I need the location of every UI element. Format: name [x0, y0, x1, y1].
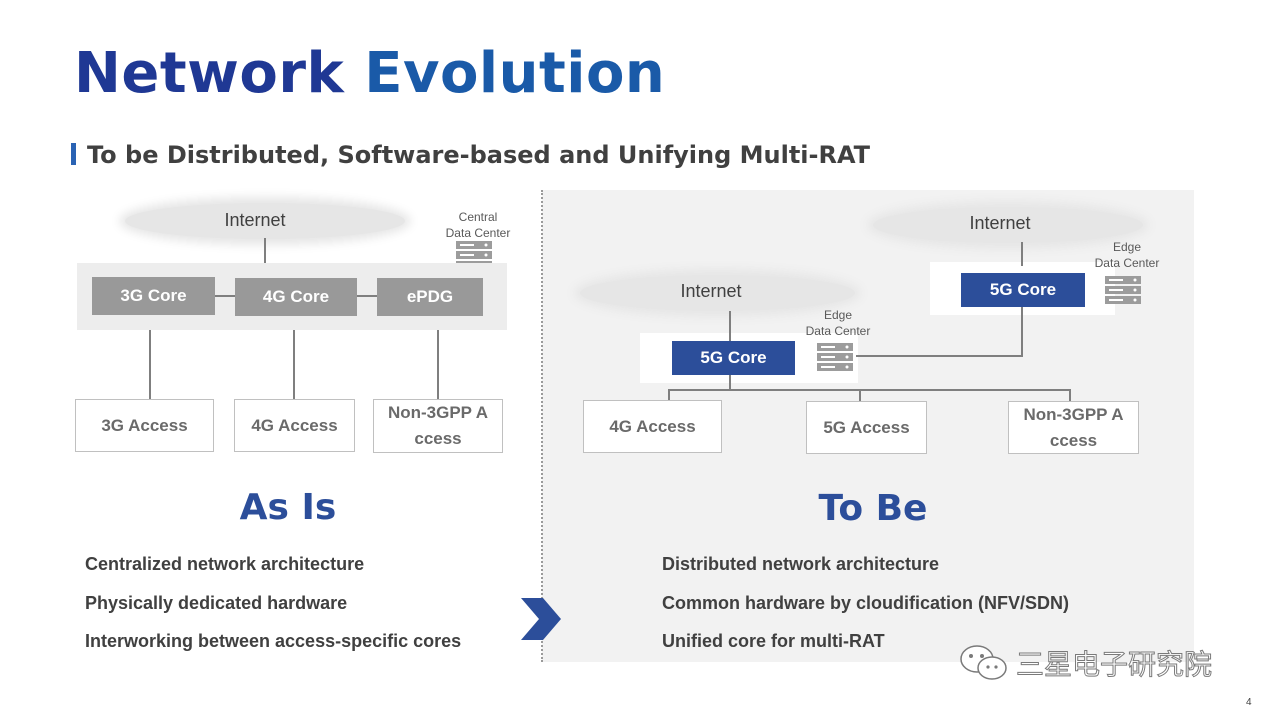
as-is-bullet-3: Interworking between access-specific cor…: [85, 631, 462, 651]
internet-label-as-is: Internet: [224, 210, 286, 230]
access-4g-to-be: 4G Access: [583, 400, 722, 453]
access-3g-as-is: 3G Access: [75, 399, 214, 452]
link-4g-to-be: [668, 389, 670, 401]
to-be-heading: To Be: [818, 488, 928, 529]
to-be-bullet-3: Unified core for multi-RAT: [662, 631, 885, 651]
internet-link-to-be-right: [1021, 242, 1023, 266]
as-is-bullet-1: Centralized network architecture: [85, 554, 365, 574]
link-4g: [293, 330, 295, 400]
to-be-bullet-2: Common hardware by cloudification (NFV/S…: [662, 593, 1070, 613]
internet-link-as-is: [264, 238, 266, 264]
access-non3gpp-to-be: Non-3GPP A ccess: [1008, 401, 1139, 454]
internet-cloud-to-be-right: [873, 207, 1143, 243]
edge-link-horizontal: [856, 355, 1023, 357]
core-3g: 3G Core: [92, 277, 215, 315]
internet-cloud-as-is: [125, 203, 405, 239]
core-5g-edge-left: 5G Core: [672, 341, 795, 375]
core-4g: 4G Core: [235, 278, 357, 316]
internet-cloud-to-be-left: [580, 275, 855, 311]
edge-dc-label-right: Edge Data Center: [1094, 240, 1160, 270]
internet-label-to-be-left: Internet: [680, 281, 742, 301]
core-to-bus-link: [729, 375, 731, 390]
link-non3gpp-as-is: [437, 330, 439, 400]
access-non3gpp-as-is: Non-3GPP A ccess: [373, 399, 503, 453]
access-4g-as-is: 4G Access: [234, 399, 355, 452]
as-is-heading: As Is: [239, 487, 337, 528]
edge-dc-label-left: Edge Data Center: [805, 308, 871, 338]
subtitle-accent-bar: [71, 143, 76, 165]
title-word-network: Network: [74, 41, 345, 106]
watermark-text: 三星电子研究院: [1015, 648, 1213, 682]
access-5g-to-be: 5G Access: [806, 401, 927, 454]
central-dc-label: Central Data Center: [445, 210, 511, 240]
core-epdg: ePDG: [377, 278, 483, 316]
internet-label-to-be-right: Internet: [969, 213, 1031, 233]
access-bus: [668, 389, 1071, 391]
page-title: Network Evolution: [74, 40, 665, 108]
to-be-bullet-1: Distributed network architecture: [662, 554, 940, 574]
server-icon: [817, 343, 853, 371]
title-word-evolution: Evolution: [364, 41, 666, 106]
link-5g-to-be: [859, 389, 861, 401]
link-non3gpp-to-be: [1069, 389, 1071, 401]
link-3g: [149, 330, 151, 400]
subtitle: To be Distributed, Software-based and Un…: [87, 141, 871, 169]
section-divider: [541, 190, 543, 662]
wechat-icon: [960, 645, 1007, 680]
page-number: 4: [1246, 697, 1252, 708]
core-5g-edge-right: 5G Core: [961, 273, 1085, 307]
as-is-bullet-2: Physically dedicated hardware: [85, 593, 348, 613]
server-icon: [1105, 276, 1141, 304]
internet-link-to-be-left: [729, 311, 731, 341]
watermark: 三星电子研究院: [958, 643, 1213, 683]
chevron-right-icon: [521, 598, 561, 640]
edge-link-vertical: [1021, 307, 1023, 357]
